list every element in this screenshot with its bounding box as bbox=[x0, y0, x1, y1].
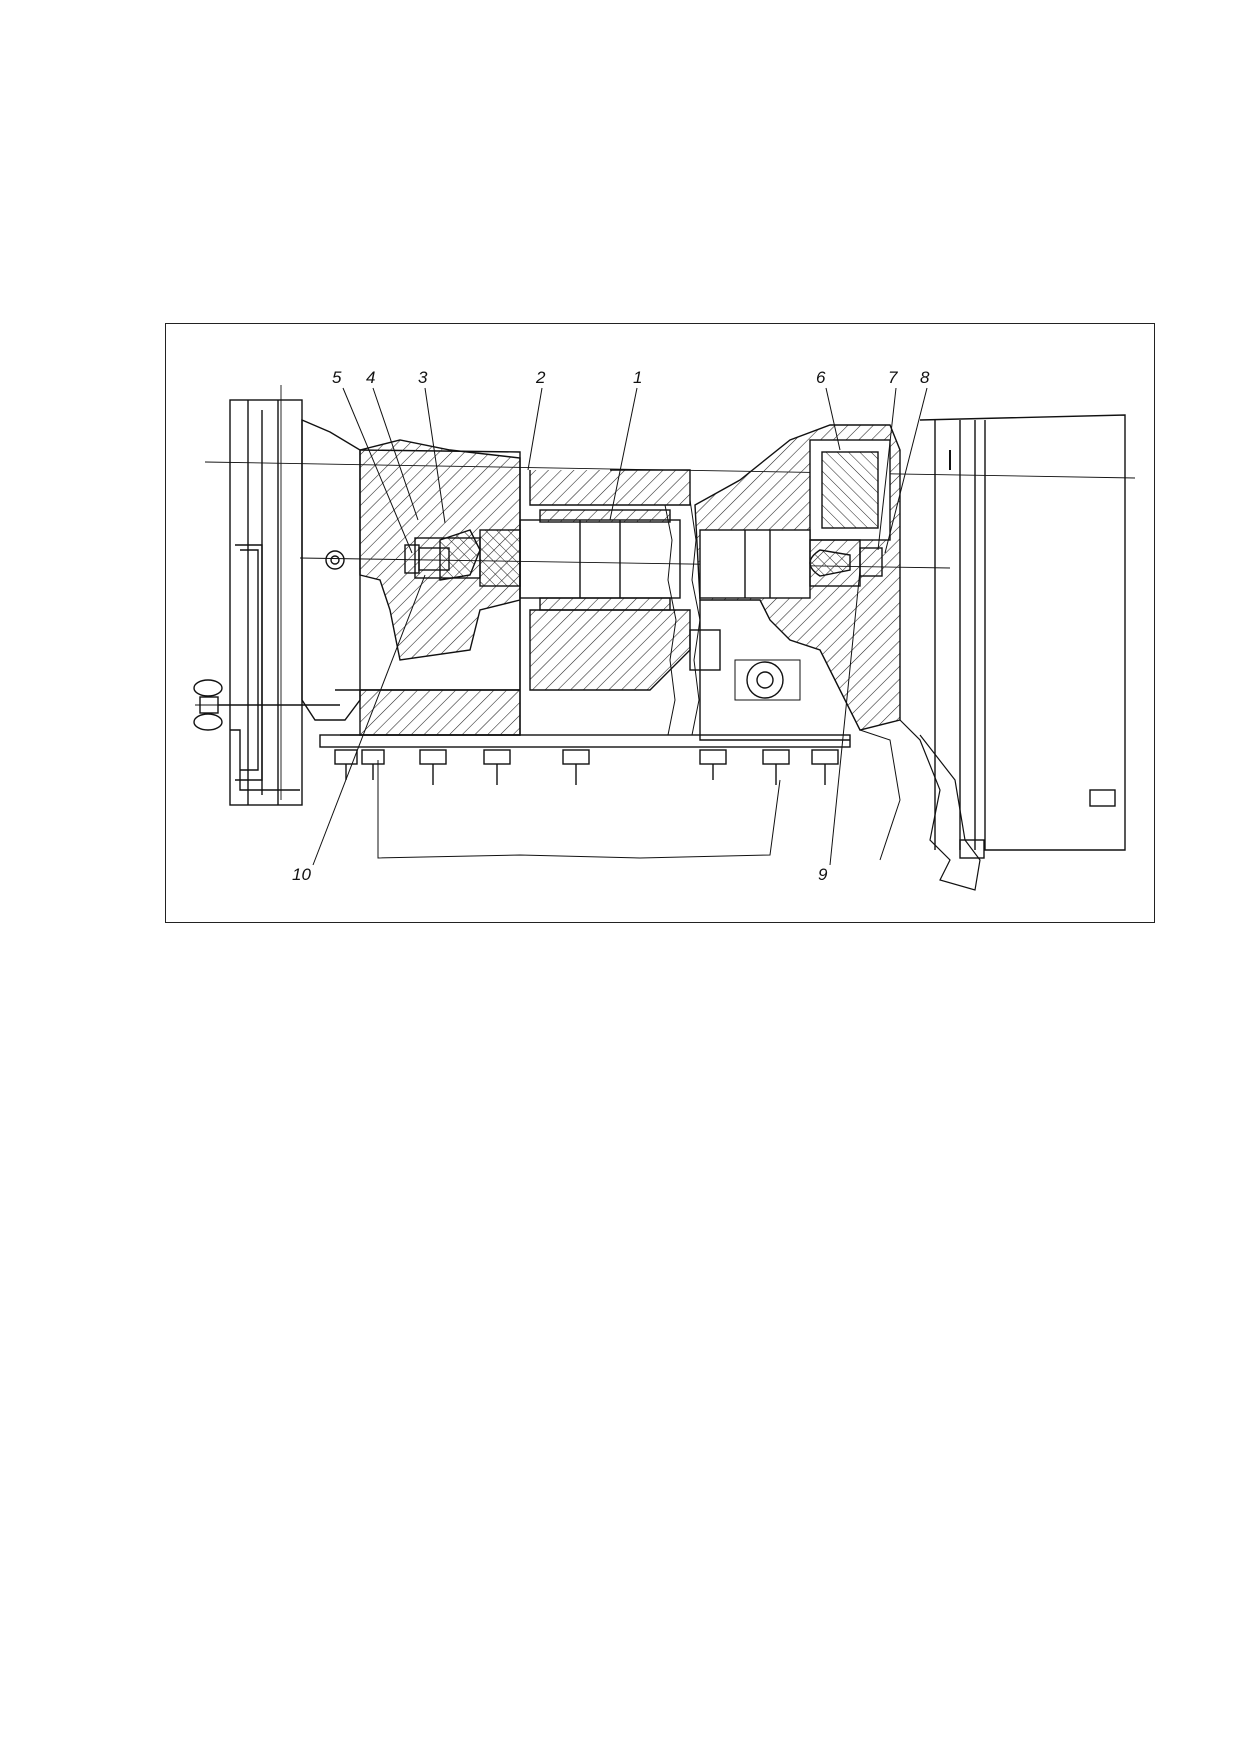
right-nut bbox=[746, 661, 784, 699]
callout-4: 4 bbox=[366, 368, 375, 387]
break-line bbox=[664, 504, 677, 736]
grease-fitting bbox=[325, 550, 345, 570]
callout-6: 6 bbox=[816, 368, 826, 387]
callout-9: 9 bbox=[818, 865, 828, 884]
callout-labels: 5 4 3 2 1 6 7 8 10 9 bbox=[292, 368, 930, 884]
bottom-bolts bbox=[334, 749, 839, 785]
left-flange bbox=[229, 385, 303, 806]
base-plate bbox=[319, 734, 851, 748]
figure-frame bbox=[165, 323, 1155, 923]
callout-10: 10 bbox=[292, 865, 311, 884]
wing-nut bbox=[193, 679, 340, 731]
leader-lines bbox=[312, 387, 928, 866]
callout-8: 8 bbox=[920, 368, 930, 387]
left-bolt-nut bbox=[404, 529, 481, 581]
left-housing-hatched bbox=[359, 439, 521, 736]
callout-5: 5 bbox=[332, 368, 342, 387]
right-shaft bbox=[699, 529, 883, 599]
callout-1: 1 bbox=[633, 368, 642, 387]
callout-2: 2 bbox=[535, 368, 546, 387]
left-housing bbox=[301, 418, 361, 721]
left-shaft bbox=[414, 469, 691, 691]
callout-7: 7 bbox=[888, 368, 898, 387]
right-casing bbox=[859, 414, 1126, 891]
callout-3: 3 bbox=[418, 368, 428, 387]
